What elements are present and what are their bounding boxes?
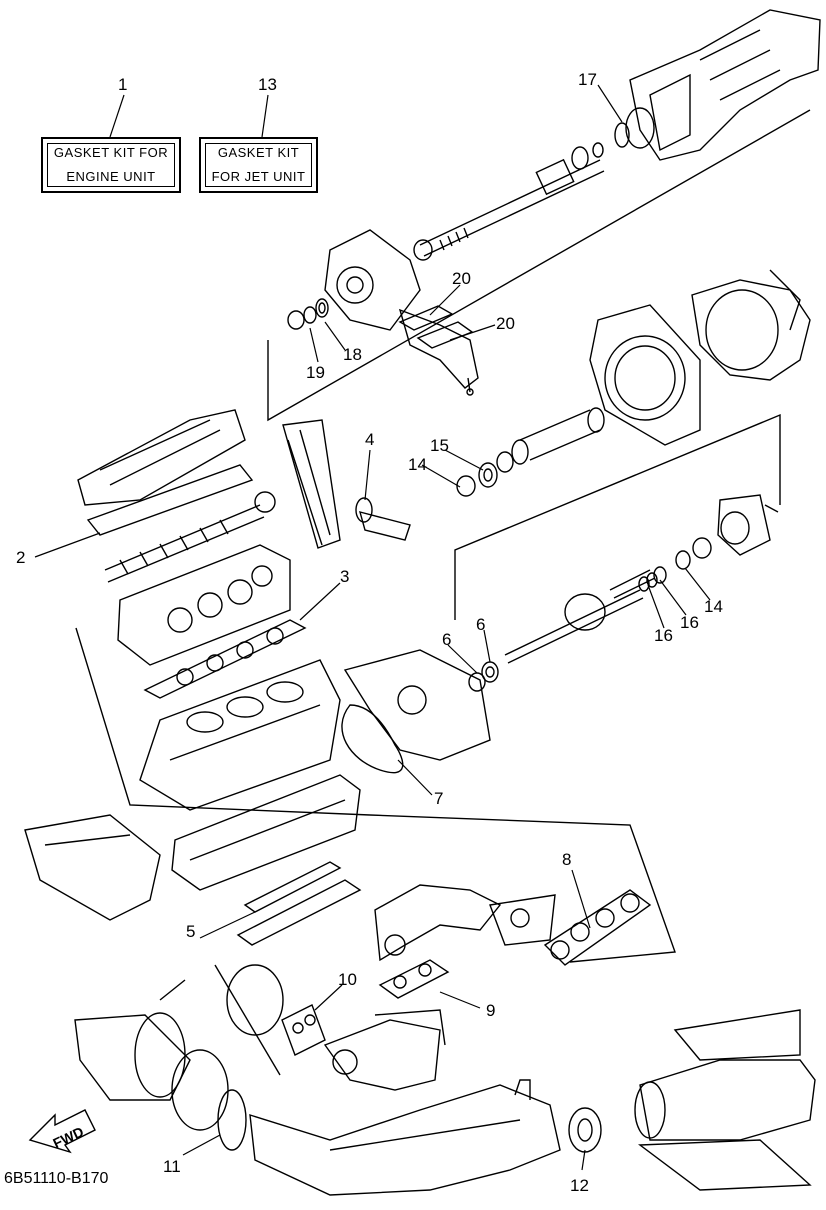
jet-kit-line2: FOR JET UNIT (211, 169, 306, 184)
head-gasket-3-drawing (143, 619, 307, 699)
callout-14-upper: 14 (408, 455, 427, 474)
callout-13: 13 (258, 75, 277, 94)
engine-kit-line2: ENGINE UNIT (66, 169, 156, 184)
callout-8: 8 (562, 850, 571, 869)
tensioner-drawing (355, 497, 411, 541)
cylinder-head-cover-drawing (77, 409, 254, 536)
jet-pump-housing-drawing (625, 9, 821, 161)
cylinder-head-drawing (117, 544, 291, 666)
oil-pan-gasket-5-drawing (236, 861, 362, 946)
gasket-9-drawing (378, 959, 450, 999)
impeller-shaft-drawing (504, 566, 667, 664)
jet-gasket-kit-box: GASKET KIT FOR JET UNIT (199, 137, 318, 193)
jet-unit-bracket-lower (454, 413, 781, 620)
fwd-label: FWD (50, 1123, 86, 1151)
gasket-7 (341, 704, 404, 774)
engine-unit-bracket-upper (75, 627, 371, 816)
drive-shaft-drawing (413, 142, 605, 261)
exhaust-pipe-drawing (249, 1079, 561, 1196)
timing-cover-drawing (343, 649, 491, 761)
o-ring-17 (614, 122, 630, 148)
intake-grate-plate-drawing (589, 304, 701, 446)
callout-7: 7 (434, 789, 443, 808)
callout-3: 3 (340, 567, 349, 586)
jet-intake-housing-drawing (324, 229, 479, 396)
callout-2: 2 (16, 548, 25, 567)
engine-unit-bracket-lower (369, 814, 676, 963)
callout-12: 12 (570, 1176, 589, 1195)
callout-19: 19 (306, 363, 325, 382)
clamp-ring-drawing (214, 964, 284, 1076)
bearing-housing-drawing (456, 407, 605, 497)
diagram-code: 6B51110-B170 (4, 1170, 109, 1187)
exhaust-gasket-8-drawing (543, 889, 652, 966)
callout-6-right: 6 (476, 615, 485, 634)
gasket-10-drawing (281, 1004, 326, 1056)
camshafts-drawing (104, 491, 276, 583)
gaskets-20-drawing (398, 305, 474, 349)
coupler-flange-drawing (675, 494, 779, 570)
timing-chain-drawing (282, 419, 341, 549)
water-lock-drawing (634, 1009, 816, 1191)
seals-19-18-drawing (287, 298, 329, 330)
gasket-11 (217, 1089, 247, 1151)
flange-gasket-12-drawing (568, 1107, 602, 1153)
crankcase-lower-drawing (171, 774, 361, 891)
callout-20-upper: 20 (452, 269, 471, 288)
callout-6-left: 6 (442, 630, 451, 649)
jet-unit-bracket-upper (267, 109, 811, 422)
muffler-drawing (74, 979, 229, 1131)
callout-9: 9 (486, 1001, 495, 1020)
callout-17: 17 (578, 70, 597, 89)
callout-16-lower: 16 (654, 626, 673, 645)
exhaust-manifold-drawing (374, 884, 556, 962)
nozzle-housing-drawing (691, 269, 811, 381)
exhaust-elbow-drawing (323, 1009, 446, 1091)
callout-10: 10 (338, 970, 357, 989)
callout-16-upper: 16 (680, 613, 699, 632)
leader-lines (34, 84, 711, 1171)
callout-15: 15 (430, 436, 449, 455)
callout-18: 18 (343, 345, 362, 364)
jet-kit-line1: GASKET KIT (217, 145, 300, 160)
engine-gasket-kit-box: GASKET KIT FOR ENGINE UNIT (41, 137, 181, 193)
cylinder-block-drawing (139, 659, 341, 811)
engine-kit-line1: GASKET KIT FOR (53, 145, 169, 160)
callout-4: 4 (365, 430, 374, 449)
side-cover-drawing (24, 814, 161, 921)
callout-1: 1 (118, 75, 127, 94)
fwd-arrow-icon (28, 1109, 96, 1154)
callout-5: 5 (186, 922, 195, 941)
callout-14-lower: 14 (704, 597, 723, 616)
callout-11: 11 (163, 1157, 181, 1176)
callout-20-lower: 20 (496, 314, 515, 333)
